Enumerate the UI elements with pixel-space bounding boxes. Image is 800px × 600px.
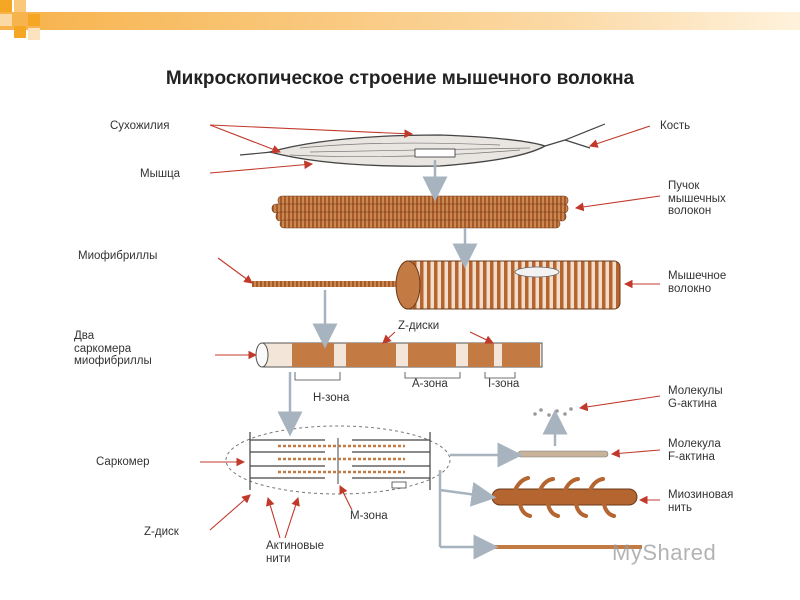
label-actin-filaments: Актиновые нити [266,540,325,565]
label-z-discs: Z-диски [398,320,440,332]
label-muscle: Мышца [140,168,181,180]
fiber-bundle-illustration [271,195,569,229]
label-m-zone: М-зона [350,510,388,522]
label-myosin-filament: Миозиновая нить [668,489,734,514]
header-decoration [0,0,800,40]
label-fiber-bundle: Пучок мышечных волокон [668,180,726,217]
actin-myosin-illustration [491,407,642,549]
muscle-fiber-illustration [252,260,621,310]
label-sarcomere: Саркомер [96,456,150,468]
watermark: MyShared [612,540,717,565]
label-a-zone: А-зона [412,378,448,390]
muscle-illustration [239,123,606,167]
label-f-actin: Молекула F-актина [668,438,721,463]
label-tendons: Сухожилия [110,120,170,132]
sarcomere-illustration [225,425,451,495]
flow-arrows [277,160,568,560]
slide-title: Микроскопическое строение мышечного воло… [165,68,635,89]
label-two-sarcomeres: Два саркомера миофибриллы [74,330,152,367]
myofibril-illustration [255,342,543,381]
label-z-disc: Z-диск [144,526,179,538]
label-pointer-arrows [200,124,661,539]
label-i-zone: I-зона [488,378,520,390]
label-bone: Кость [660,120,691,132]
label-g-actin: Молекулы G-актина [668,385,723,410]
label-h-zone: Н-зона [313,392,350,404]
label-myofibrils: Миофибриллы [78,250,158,262]
label-muscle-fiber: Мышечное волокно [668,270,727,295]
